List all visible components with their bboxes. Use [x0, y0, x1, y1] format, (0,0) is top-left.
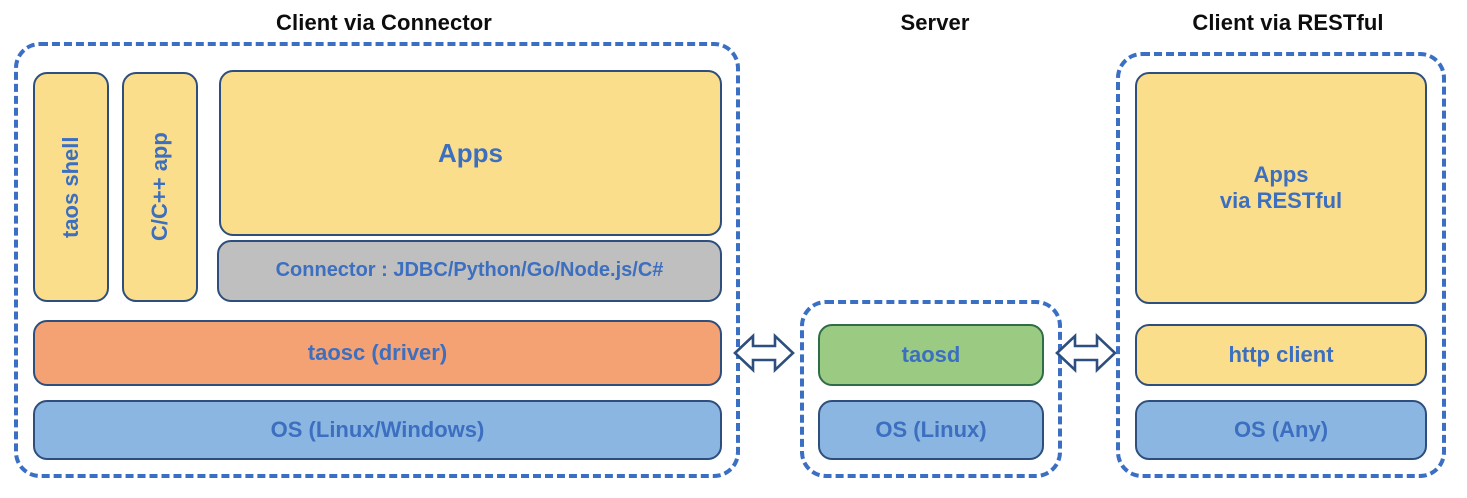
box-c-cpp-app[interactable]: C/C++ app: [122, 72, 198, 302]
group-client-restful: [1116, 52, 1446, 478]
box-apps-via-restful[interactable]: Apps via RESTful: [1135, 72, 1427, 304]
box-taosd[interactable]: taosd: [818, 324, 1044, 386]
box-os-server[interactable]: OS (Linux): [818, 400, 1044, 460]
box-apps-via-restful-line2: via RESTful: [1219, 188, 1343, 213]
box-taos-shell[interactable]: taos shell: [33, 72, 109, 302]
double-arrow-icon-server-restful: [1055, 328, 1117, 378]
box-os-any[interactable]: OS (Any): [1135, 400, 1427, 460]
box-apps-via-restful-line1: Apps: [1253, 162, 1309, 188]
section-title-client-restful: Client via RESTful: [1192, 10, 1384, 35]
box-connector[interactable]: Connector : JDBC/Python/Go/Node.js/C#: [217, 240, 722, 302]
section-title-server: Server: [900, 10, 970, 35]
box-http-client[interactable]: http client: [1135, 324, 1427, 386]
group-server: [800, 300, 1062, 478]
box-os-client[interactable]: OS (Linux/Windows): [33, 400, 722, 460]
group-client-connector: [14, 42, 740, 478]
box-taosc-driver[interactable]: taosc (driver): [33, 320, 722, 386]
double-arrow-icon-client-server: [733, 328, 795, 378]
box-apps[interactable]: Apps: [219, 70, 722, 236]
section-title-client-connector: Client via Connector: [276, 10, 492, 35]
